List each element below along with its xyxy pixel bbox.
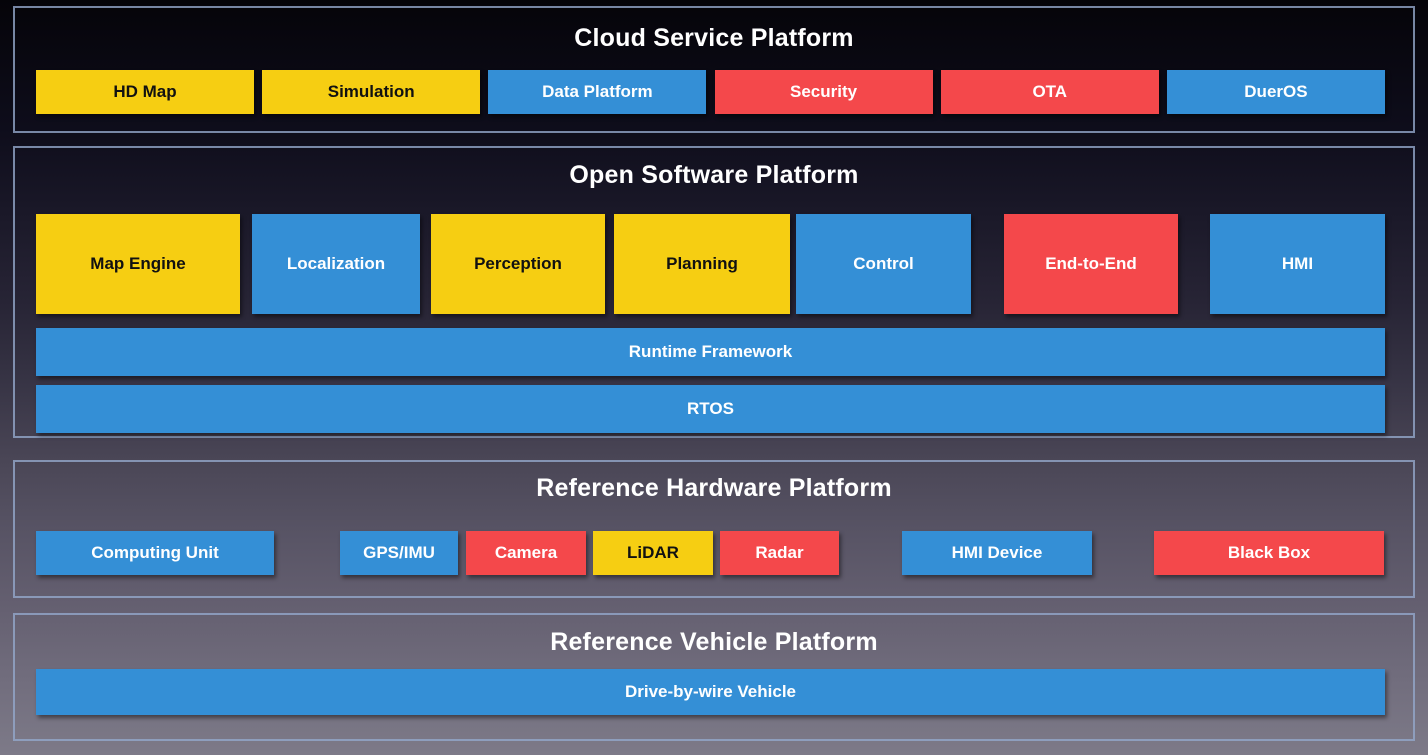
- block-dueros: DuerOS: [1166, 70, 1385, 114]
- section-title-cloud: Cloud Service Platform: [574, 24, 854, 52]
- block-ota: OTA: [940, 70, 1159, 114]
- block-drive-by-wire-vehicle: Drive-by-wire Vehicle: [36, 669, 1385, 715]
- block-lidar: LiDAR: [593, 531, 713, 575]
- block-planning: Planning: [614, 214, 790, 314]
- block-control: Control: [796, 214, 971, 314]
- block-perception: Perception: [431, 214, 605, 314]
- block-hmi-device: HMI Device: [902, 531, 1092, 575]
- software-modules-row: Map Engine Localization Perception Plann…: [36, 214, 1385, 314]
- section-title-vehicle: Reference Vehicle Platform: [550, 628, 878, 656]
- block-gps-imu: GPS/IMU: [340, 531, 458, 575]
- block-radar: Radar: [720, 531, 839, 575]
- block-hd-map: HD Map: [36, 70, 254, 114]
- block-rtos: RTOS: [36, 385, 1385, 433]
- block-data-platform: Data Platform: [488, 70, 707, 114]
- section-reference-hardware-platform: Reference Hardware Platform Computing Un…: [13, 460, 1415, 598]
- section-title-hardware: Reference Hardware Platform: [536, 474, 892, 502]
- block-runtime-framework: Runtime Framework: [36, 328, 1385, 376]
- section-reference-vehicle-platform: Reference Vehicle Platform Drive-by-wire…: [13, 613, 1415, 741]
- block-security: Security: [714, 70, 933, 114]
- block-black-box: Black Box: [1154, 531, 1384, 575]
- section-title-software: Open Software Platform: [569, 161, 859, 189]
- section-cloud-service-platform: Cloud Service Platform HD Map Simulation…: [13, 6, 1415, 133]
- hardware-row: Computing Unit GPS/IMU Camera LiDAR Rada…: [36, 531, 1385, 575]
- block-camera: Camera: [466, 531, 586, 575]
- cloud-services-row: HD Map Simulation Data Platform Security…: [36, 70, 1385, 114]
- block-simulation: Simulation: [262, 70, 481, 114]
- block-hmi: HMI: [1210, 214, 1385, 314]
- block-computing-unit: Computing Unit: [36, 531, 274, 575]
- block-map-engine: Map Engine: [36, 214, 240, 314]
- section-open-software-platform: Open Software Platform Map Engine Locali…: [13, 146, 1415, 438]
- block-end-to-end: End-to-End: [1004, 214, 1178, 314]
- block-localization: Localization: [252, 214, 420, 314]
